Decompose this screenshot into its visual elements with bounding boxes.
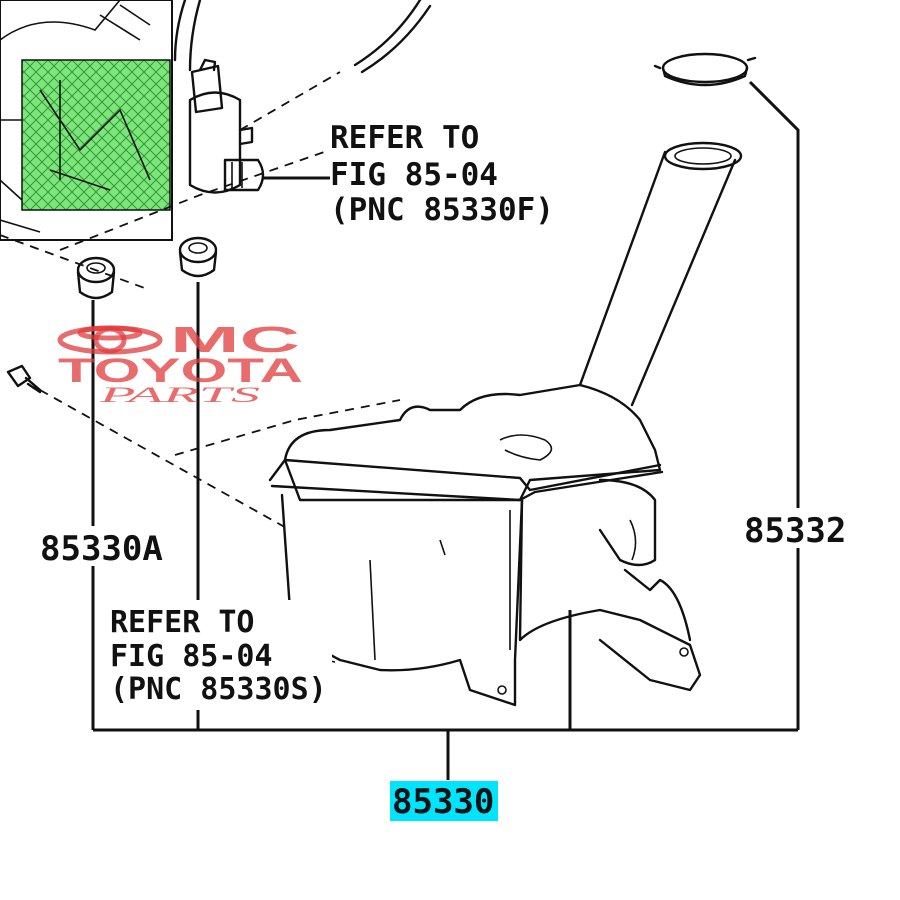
watermark-parts: PARTS — [97, 382, 260, 407]
reference-note-top: REFER TO FIG 85-04 (PNC 85330F) — [330, 120, 554, 228]
highlight-box — [390, 781, 498, 821]
watermark-toyota: TOYOTA — [58, 352, 303, 390]
hoses-and-reference-lines — [0, 0, 432, 531]
grommet-85330S — [178, 236, 218, 278]
grommet-85330A — [76, 256, 116, 300]
ref-bottom-line2: FIG 85-04 — [110, 639, 273, 674]
ref-top-line1: REFER TO — [330, 120, 479, 156]
ref-top-line2: FIG 85-04 — [330, 157, 498, 193]
inset-locator-view — [0, 0, 173, 241]
part-label-85330[interactable]: 85330 — [392, 782, 494, 822]
ref-top-line3: (PNC 85330F) — [330, 192, 554, 228]
ref-bottom-line1: REFER TO — [110, 605, 255, 640]
part-label-85330A: 85330A — [40, 529, 163, 569]
reference-note-bottom: REFER TO FIG 85-04 (PNC 85330S) — [106, 600, 332, 710]
ref-bottom-line3: (PNC 85330S) — [110, 672, 327, 707]
reservoir-cap — [653, 52, 757, 87]
part-label-85332: 85332 — [744, 511, 846, 551]
part-number-labels: 85330A 85332 85330 — [36, 508, 852, 822]
watermark-mc: MC — [170, 319, 300, 360]
bolt — [6, 364, 42, 394]
toyota-watermark: MC TOYOTA PARTS — [57, 319, 303, 407]
toyota-logo-icon — [57, 325, 163, 355]
washer-pump-motor — [188, 58, 330, 194]
